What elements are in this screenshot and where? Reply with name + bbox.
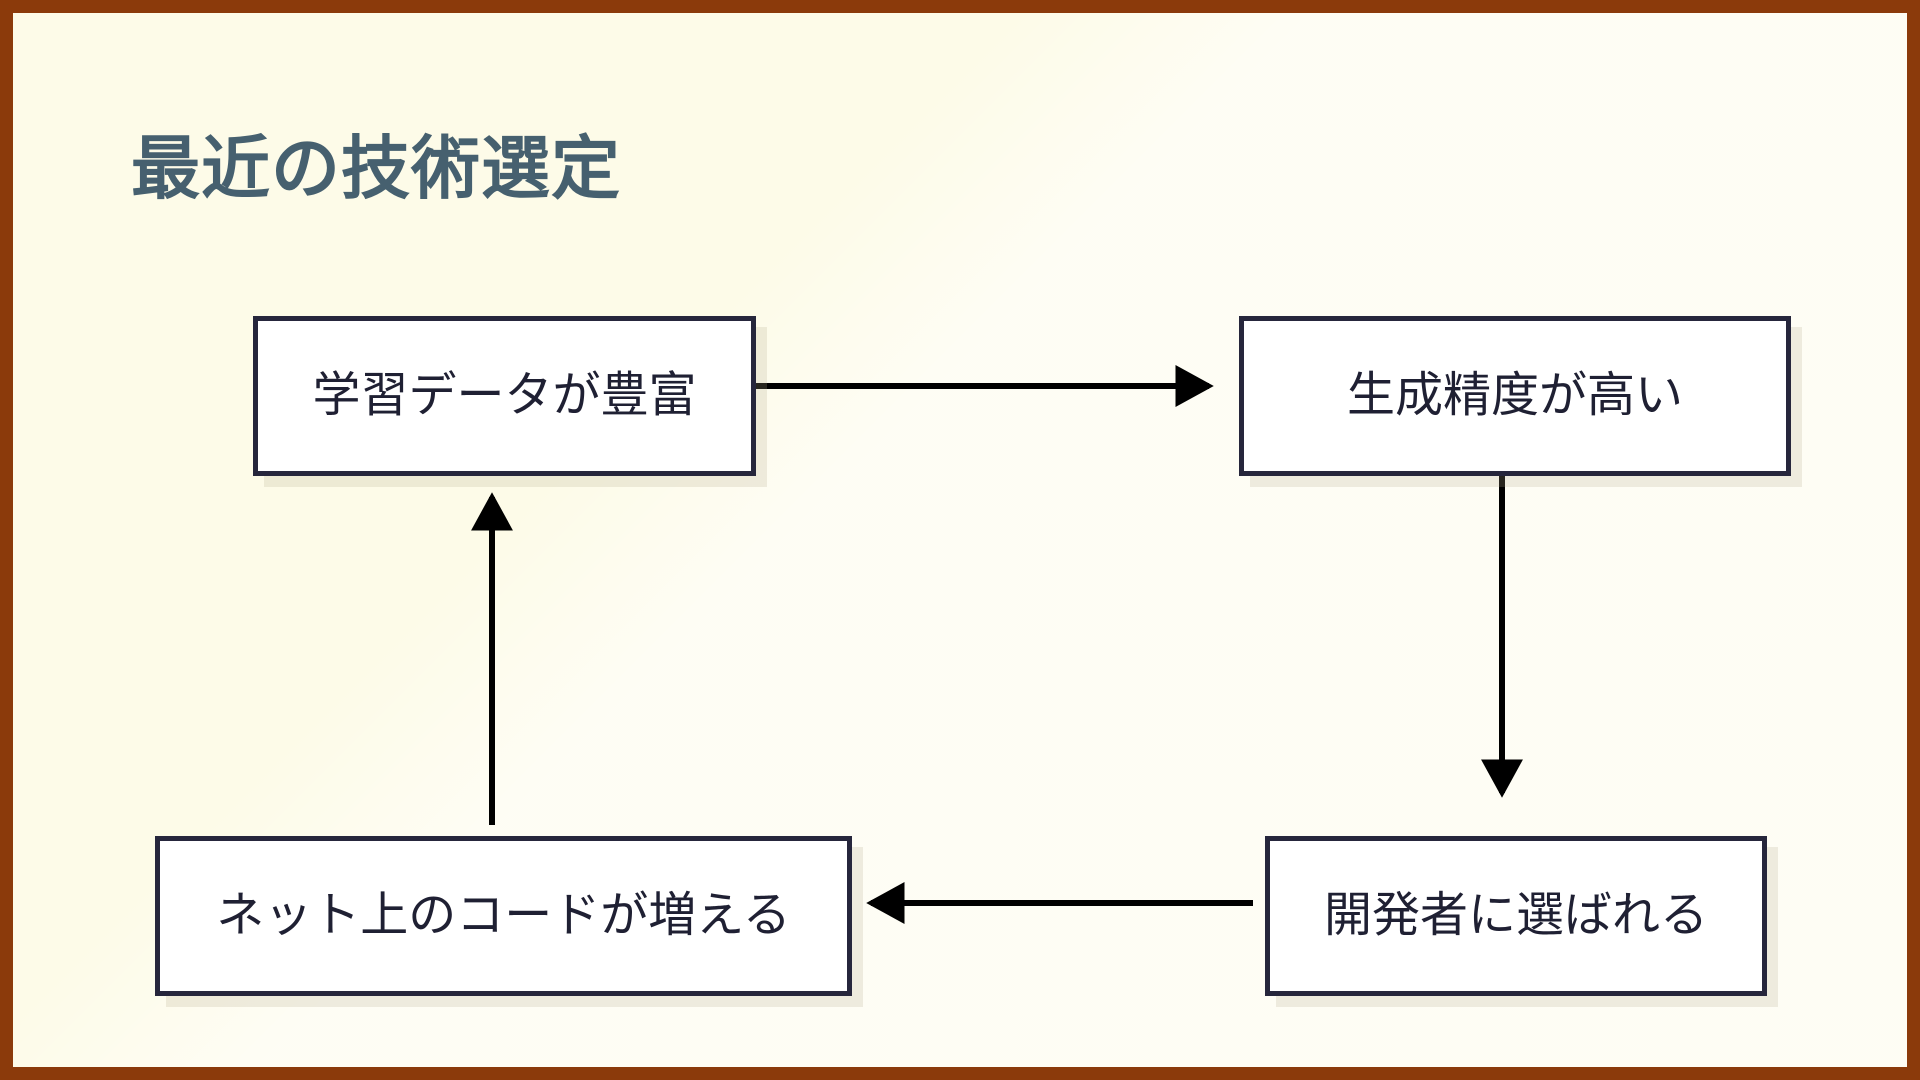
node-label: 生成精度が高い xyxy=(1346,369,1683,422)
node-training-data[interactable]: 学習データが豊富 xyxy=(253,316,756,476)
node-chosen[interactable]: 開発者に選ばれる xyxy=(1265,836,1767,996)
page-title: 最近の技術選定 xyxy=(131,130,621,207)
node-code-growth[interactable]: ネット上のコードが増える xyxy=(155,836,852,996)
node-label: 学習データが豊富 xyxy=(312,369,697,422)
node-label: 開発者に選ばれる xyxy=(1323,889,1708,942)
node-label: ネット上のコードが増える xyxy=(216,889,791,942)
node-accuracy[interactable]: 生成精度が高い xyxy=(1239,316,1791,476)
